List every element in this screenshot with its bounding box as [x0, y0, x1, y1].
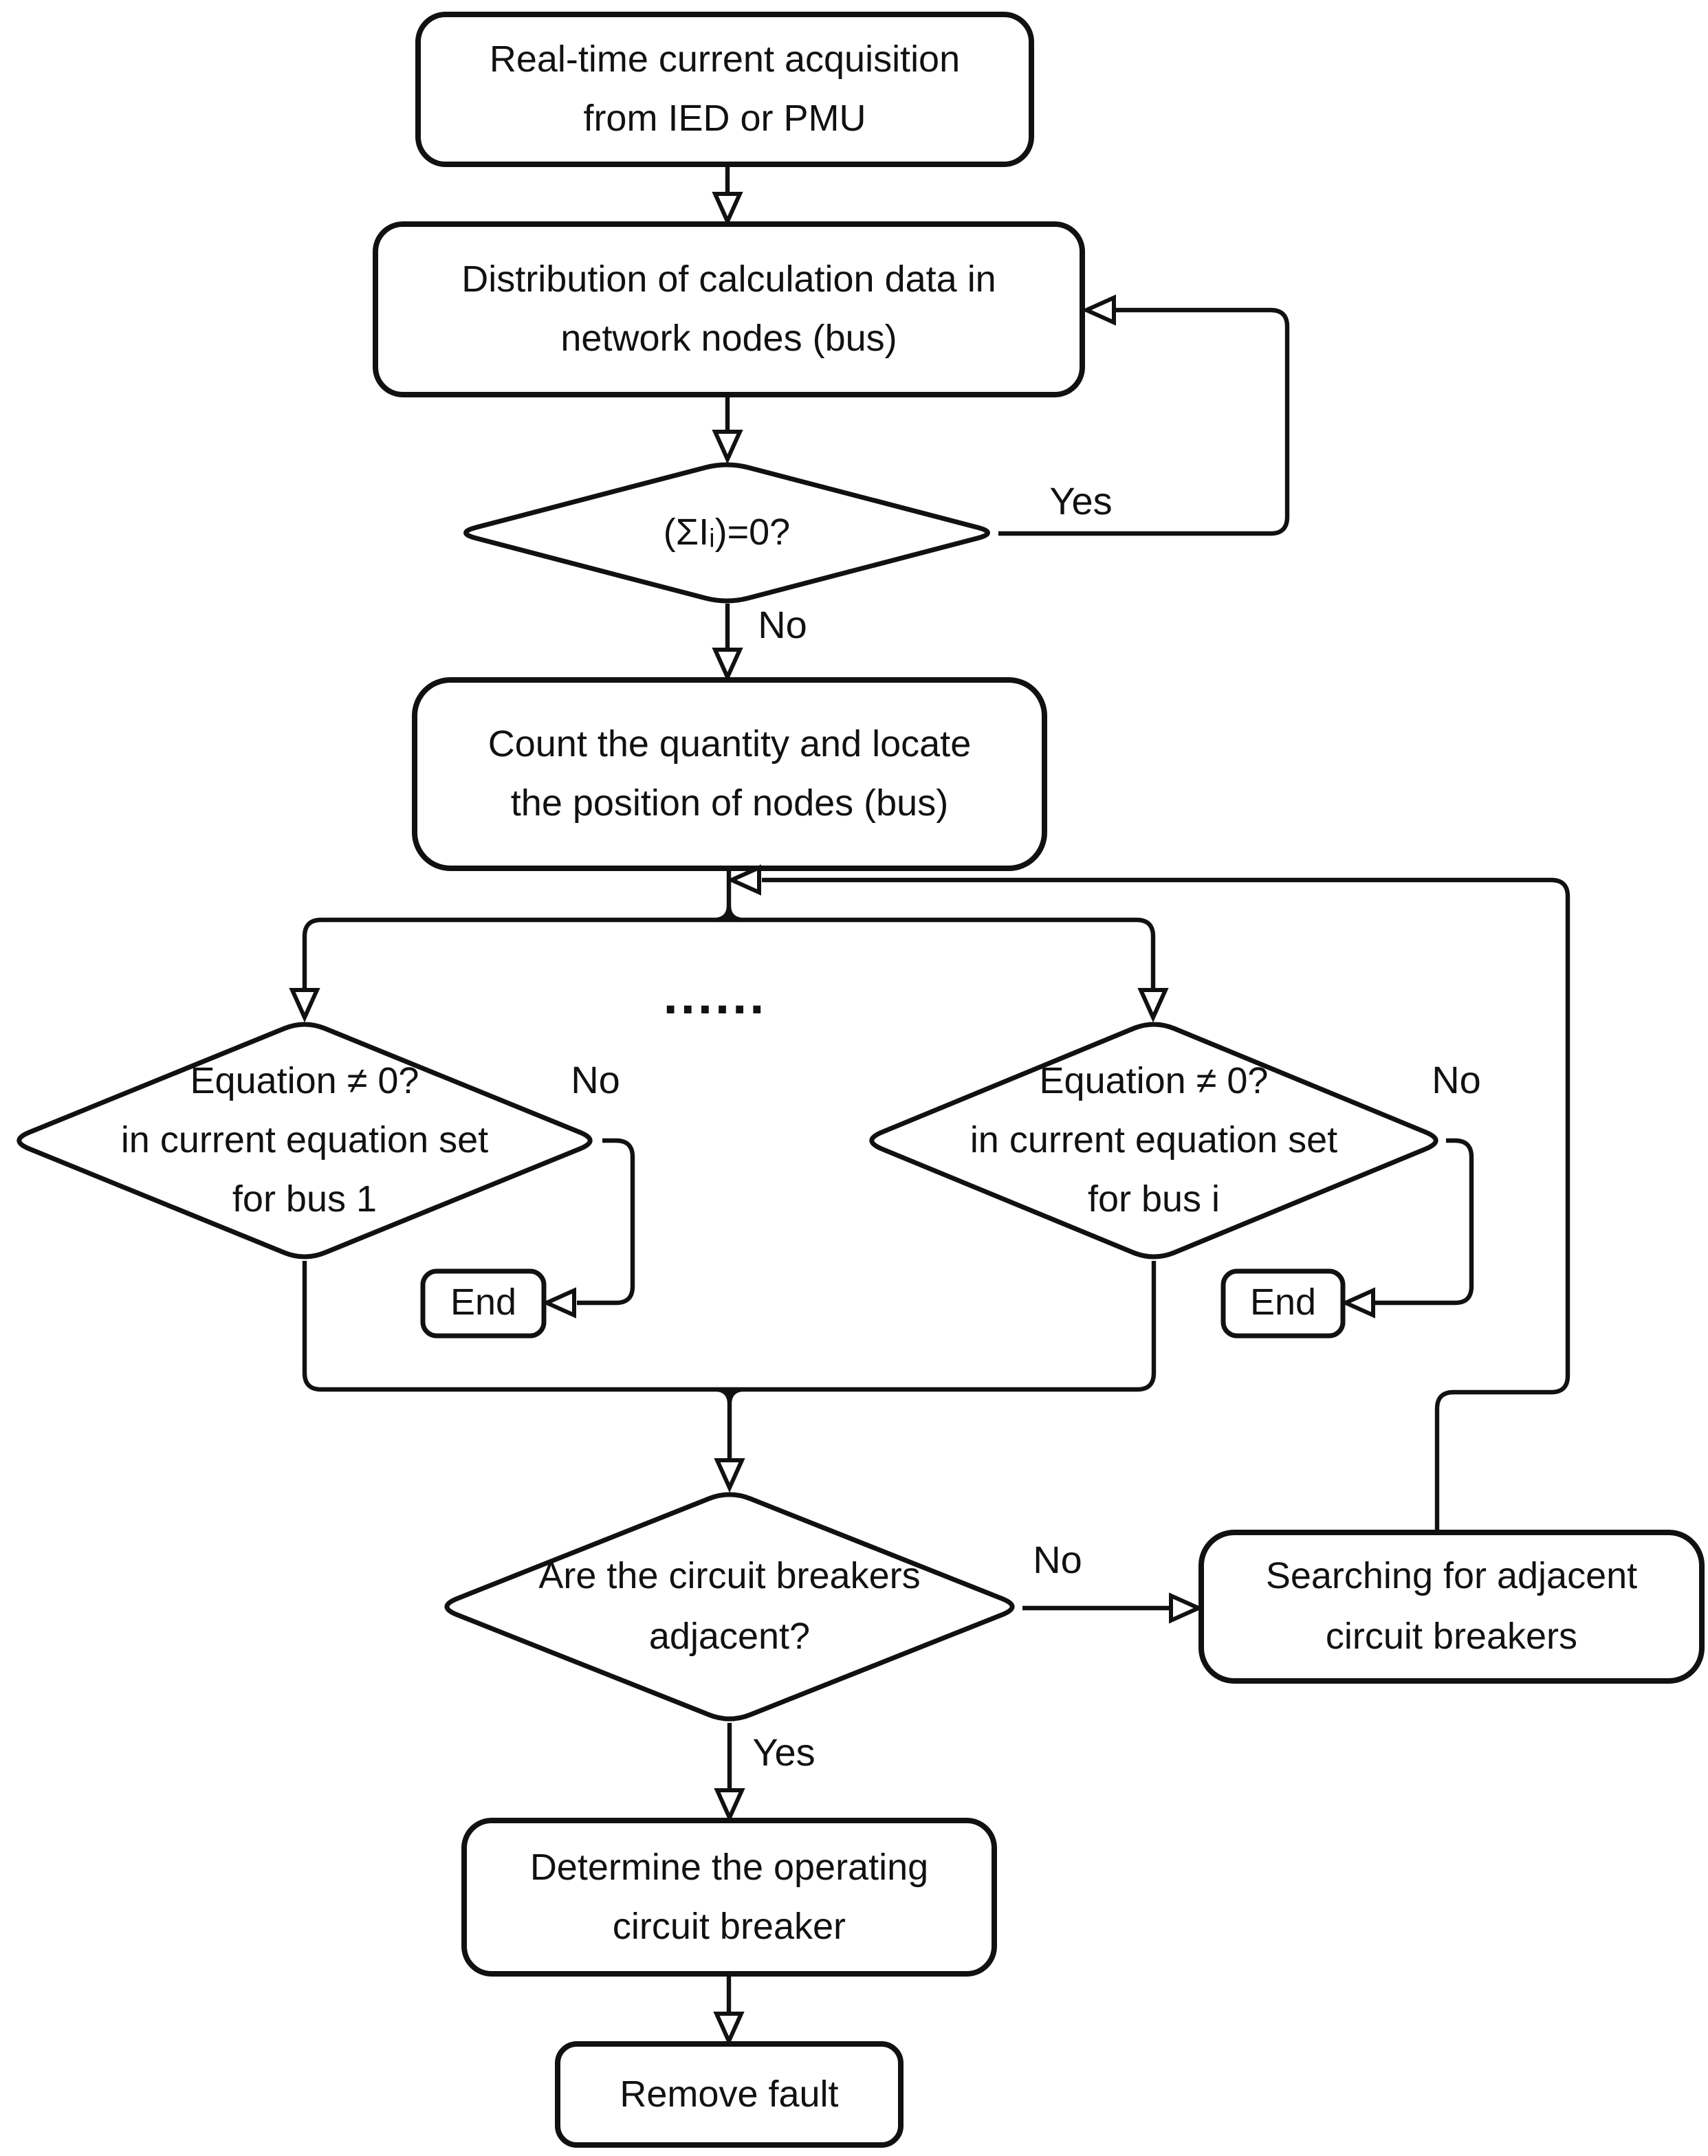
node-sumcheck-label: (ΣIᵢ)=0?: [663, 511, 791, 553]
edge-label-sumcheck-yes: Yes: [1049, 479, 1113, 522]
node-distribution-label: Distribution of calculation data in netw…: [461, 258, 996, 359]
edge-merge-right: [730, 1261, 1157, 1392]
arrowhead-into-determine: [714, 1788, 745, 1823]
node-searching-shape: [1198, 1530, 1705, 1684]
node-eqbus1-shape: [17, 1022, 593, 1260]
node-countlocate-label: Count the quantity and locate the positi…: [488, 723, 972, 824]
node-searching-label: Searching for adjacent circuit breakers: [1265, 1555, 1638, 1656]
arrowhead-into-eqbus1: [289, 988, 320, 1023]
nodes: [17, 12, 1705, 2148]
edge-label-busi-no: No: [1432, 1058, 1481, 1101]
node-distribution-shape: [373, 221, 1085, 397]
node-adjacentcheck-label: Are the circuit breakers adjacent?: [538, 1555, 921, 1656]
edge-label-sumcheck-no: No: [758, 603, 807, 646]
edge-split-right-branch: [729, 917, 1156, 990]
arrowhead-into-adjacentcheck: [714, 1458, 745, 1493]
arrowhead-into-searching: [1169, 1592, 1204, 1624]
edge-split-left-branch: [302, 917, 729, 990]
arrowhead-into-countlocate: [712, 648, 743, 683]
arrowheads: [289, 192, 1375, 2047]
arrowhead-into-eqbusi: [1137, 988, 1169, 1023]
edge-split-fillets: [716, 906, 742, 923]
arrowhead-yes-into-distribution: [1081, 294, 1116, 326]
edge-searching-feedback-loop: [762, 877, 1570, 1532]
arrowhead-into-endleft: [541, 1287, 576, 1319]
edges: [302, 164, 1570, 2014]
arrowhead-into-distribution: [712, 192, 743, 227]
node-eqbusi-label: Equation ≠ 0? in current equation set fo…: [970, 1059, 1338, 1220]
node-sumcheck-shape: [463, 462, 990, 604]
edge-label-adjacent-yes: Yes: [752, 1730, 815, 1774]
arrowhead-feedback-into-junction: [726, 864, 761, 896]
node-endright-label: End: [1249, 1282, 1317, 1323]
node-eqbus1-label: Equation ≠ 0? in current equation set fo…: [120, 1059, 489, 1220]
edge-merge-left: [302, 1261, 730, 1392]
node-acquisition-label: Real-time current acquisition from IED o…: [489, 38, 961, 139]
node-acquisition-shape: [415, 12, 1034, 167]
arrowhead-into-sumcheck: [712, 430, 743, 465]
node-endleft-label: End: [450, 1282, 517, 1323]
node-adjacentcheck-shape: [444, 1492, 1015, 1722]
edge-label-adjacent-no: No: [1033, 1538, 1082, 1581]
edge-bus1-no-loop: [577, 1138, 635, 1306]
node-determine-label: Determine the operating circuit breaker: [529, 1846, 929, 1947]
node-countlocate-shape: [412, 677, 1047, 871]
edge-busi-no-loop: [1348, 1138, 1474, 1306]
arrowhead-into-removefault: [713, 2012, 745, 2047]
node-removefault-label: Remove fault: [620, 2073, 839, 2115]
arrowhead-into-endright: [1340, 1287, 1375, 1319]
node-eqbusi-shape: [869, 1022, 1438, 1260]
edge-label-bus1-no: No: [571, 1058, 620, 1101]
ellipsis-between-branches: ......: [663, 968, 767, 1026]
edge-sumcheck-yes-loop: [998, 307, 1290, 536]
